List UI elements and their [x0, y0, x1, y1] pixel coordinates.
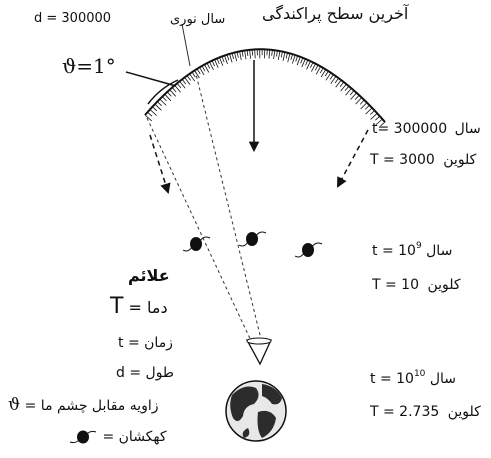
epoch-1-time-value: t= 300000	[372, 121, 448, 137]
legend-symbol: t	[118, 335, 124, 351]
epoch-3-temp-value: T = 2.735	[370, 404, 440, 420]
distance-unit: سال نوری	[170, 12, 226, 27]
epoch-1-time-unit: سال	[454, 121, 481, 137]
legend-eq: =	[127, 335, 140, 351]
line-of-sight	[146, 23, 263, 344]
legend-text: طول	[145, 365, 175, 381]
galaxy-icon	[69, 430, 97, 444]
legend-eq: =	[24, 398, 37, 414]
legend-text: کهکشان	[118, 429, 167, 445]
legend-symbol: T	[110, 294, 124, 319]
legend-title: علائم	[128, 266, 170, 285]
legend-eq: =	[129, 365, 142, 381]
epoch-2-time-unit: سال	[426, 243, 453, 259]
legend-item-galaxy: = کهکشان	[68, 428, 167, 446]
legend-item-angle: ϑ = زاویه مقابل چشم ما	[8, 397, 159, 414]
legend-eq: =	[128, 298, 142, 317]
surface-title: آخرین سطح پراکندگی	[262, 4, 409, 23]
epoch-2-time-value: t = 10	[372, 243, 416, 259]
legend-item-time: t = زمان	[118, 336, 173, 350]
galaxy-icon	[182, 236, 211, 252]
epoch-1-temp: T = 3000 کلوین	[370, 153, 476, 167]
legend-text: زاویه مقابل چشم ما	[40, 398, 159, 414]
telescope-cone-icon	[245, 337, 273, 366]
epoch-1-time: t= 300000 سال	[372, 122, 481, 136]
earth-globe-icon	[225, 380, 287, 442]
legend-item-length: d = طول	[116, 366, 174, 380]
epoch-3-time-unit: سال	[429, 371, 457, 387]
galaxy-icon	[238, 231, 267, 247]
epoch-3-time-value: t = 10	[370, 371, 414, 387]
galaxies	[182, 231, 323, 258]
angle-marker	[125, 71, 179, 105]
epoch-2-time-exponent: 9	[415, 241, 422, 251]
galaxy-icon	[294, 242, 323, 258]
epoch-1-temp-value: T = 3000	[370, 152, 435, 168]
epoch-2-temp-value: T = 10	[372, 277, 419, 293]
angle-label: ϑ=1°	[62, 54, 116, 78]
last-scattering-surface	[144, 48, 386, 127]
epoch-3-time: t = 1010 سال	[370, 369, 457, 387]
distance-label: d = 300000	[34, 11, 112, 26]
legend-eq: =	[102, 429, 115, 445]
legend-text: زمان	[144, 335, 173, 351]
epoch-2-temp-unit: کلوین	[427, 277, 461, 293]
epoch-1-temp-unit: کلوین	[443, 152, 477, 168]
epoch-2-time: t = 109 سال	[372, 241, 453, 259]
legend-text: دما	[147, 298, 168, 317]
legend-symbol: d	[116, 365, 125, 381]
epoch-2-temp: T = 10 کلوین	[372, 278, 461, 292]
epoch-3-temp-unit: کلوین	[447, 404, 481, 420]
epoch-3-temp: T = 2.735 کلوین	[370, 405, 481, 419]
legend-symbol: ϑ	[8, 395, 21, 415]
epoch-3-time-exponent: 10	[413, 369, 426, 379]
legend-item-temperature: T = دما	[110, 296, 168, 318]
radiation-arrows	[149, 60, 369, 195]
